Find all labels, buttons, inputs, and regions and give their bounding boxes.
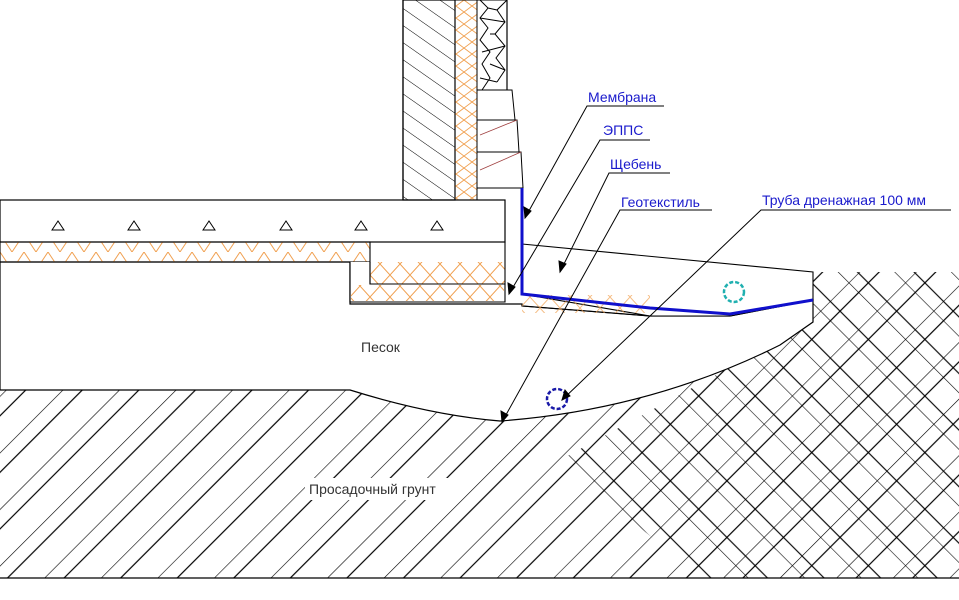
label-sand: Песок	[361, 339, 401, 355]
label-membrane: Мембрана	[588, 89, 656, 105]
drain-pipe-lower	[545, 387, 569, 411]
membrane-line	[520, 188, 814, 316]
label-drain-pipe: Труба дренажная 100 мм	[762, 192, 926, 208]
wall-insulation-vertical	[454, 0, 478, 201]
wall-outer-hatched	[402, 0, 456, 201]
gravel-insulation-strip	[522, 295, 650, 313]
label-gravel: Щебень	[610, 156, 661, 172]
soil-label-background	[305, 478, 461, 500]
epps-insulation-horizontal	[0, 241, 371, 263]
sand-region	[0, 261, 814, 422]
wall-stone-masonry	[476, 0, 524, 189]
drain-pipe-upper	[722, 280, 746, 304]
label-geotextile: Геотекстиль	[621, 194, 700, 210]
label-soil: Просадочный грунт	[309, 481, 436, 497]
leader-lines	[500, 105, 951, 424]
soil-hatch-region	[0, 272, 959, 579]
label-epps: ЭППС	[603, 122, 643, 138]
epps-insulation-step-hatch	[351, 285, 504, 301]
wall-base-line	[402, 0, 508, 200]
slab-aggregate-triangles	[51, 220, 444, 231]
concrete-slab	[0, 199, 506, 243]
